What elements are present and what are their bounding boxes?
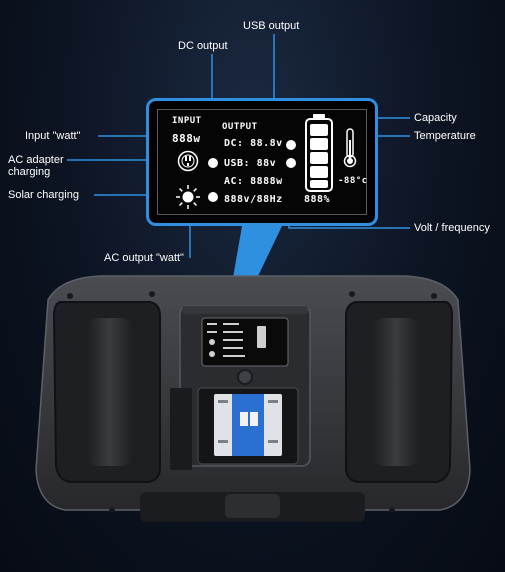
ac-adapter-label-line2: charging: [8, 166, 51, 178]
ac-adapter-label-line1: AC adapter: [8, 154, 64, 166]
temperature-label: Temperature: [414, 130, 476, 142]
lcd-input-label: INPUT: [172, 116, 202, 126]
lcd-volt-freq-readout: 888v/88Hz: [224, 194, 283, 205]
thermometer-icon: [343, 128, 357, 168]
usb-output-indicator: [286, 158, 296, 168]
input-watt-label: Input "watt": [25, 130, 81, 142]
lcd-capacity-readout: 888%: [304, 194, 331, 205]
ac-charging-indicator: [208, 158, 218, 168]
lcd-dc-readout: DC: 88.8v: [224, 138, 283, 149]
ac-plug-icon: [177, 150, 199, 172]
usb-output-label: USB output: [243, 20, 300, 32]
sun-icon: [176, 185, 200, 209]
solar-charging-indicator: [208, 192, 218, 202]
lcd-input-watt: 888w: [172, 132, 201, 145]
volt-frequency-label: Volt / frequency: [414, 222, 490, 234]
lcd-display-enlarged: INPUT 888w OUTPUT DC: 88.8v USB: 88v: [146, 98, 378, 226]
lcd-output-label: OUTPUT: [222, 122, 258, 132]
lcd-panel: INPUT 888w OUTPUT DC: 88.8v USB: 88v: [157, 109, 367, 215]
lcd-usb-readout: USB: 88v: [224, 158, 277, 169]
ac-output-watt-label: AC output "watt": [104, 252, 184, 264]
solar-charging-label: Solar charging: [8, 189, 79, 201]
lcd-ac-readout: AC: 8888w: [224, 176, 283, 187]
dc-output-label: DC output: [178, 40, 228, 52]
dc-output-indicator: [286, 140, 296, 150]
lcd-temperature-readout: -88°c: [338, 176, 368, 186]
capacity-label: Capacity: [414, 112, 457, 124]
battery-icon: [305, 114, 333, 192]
